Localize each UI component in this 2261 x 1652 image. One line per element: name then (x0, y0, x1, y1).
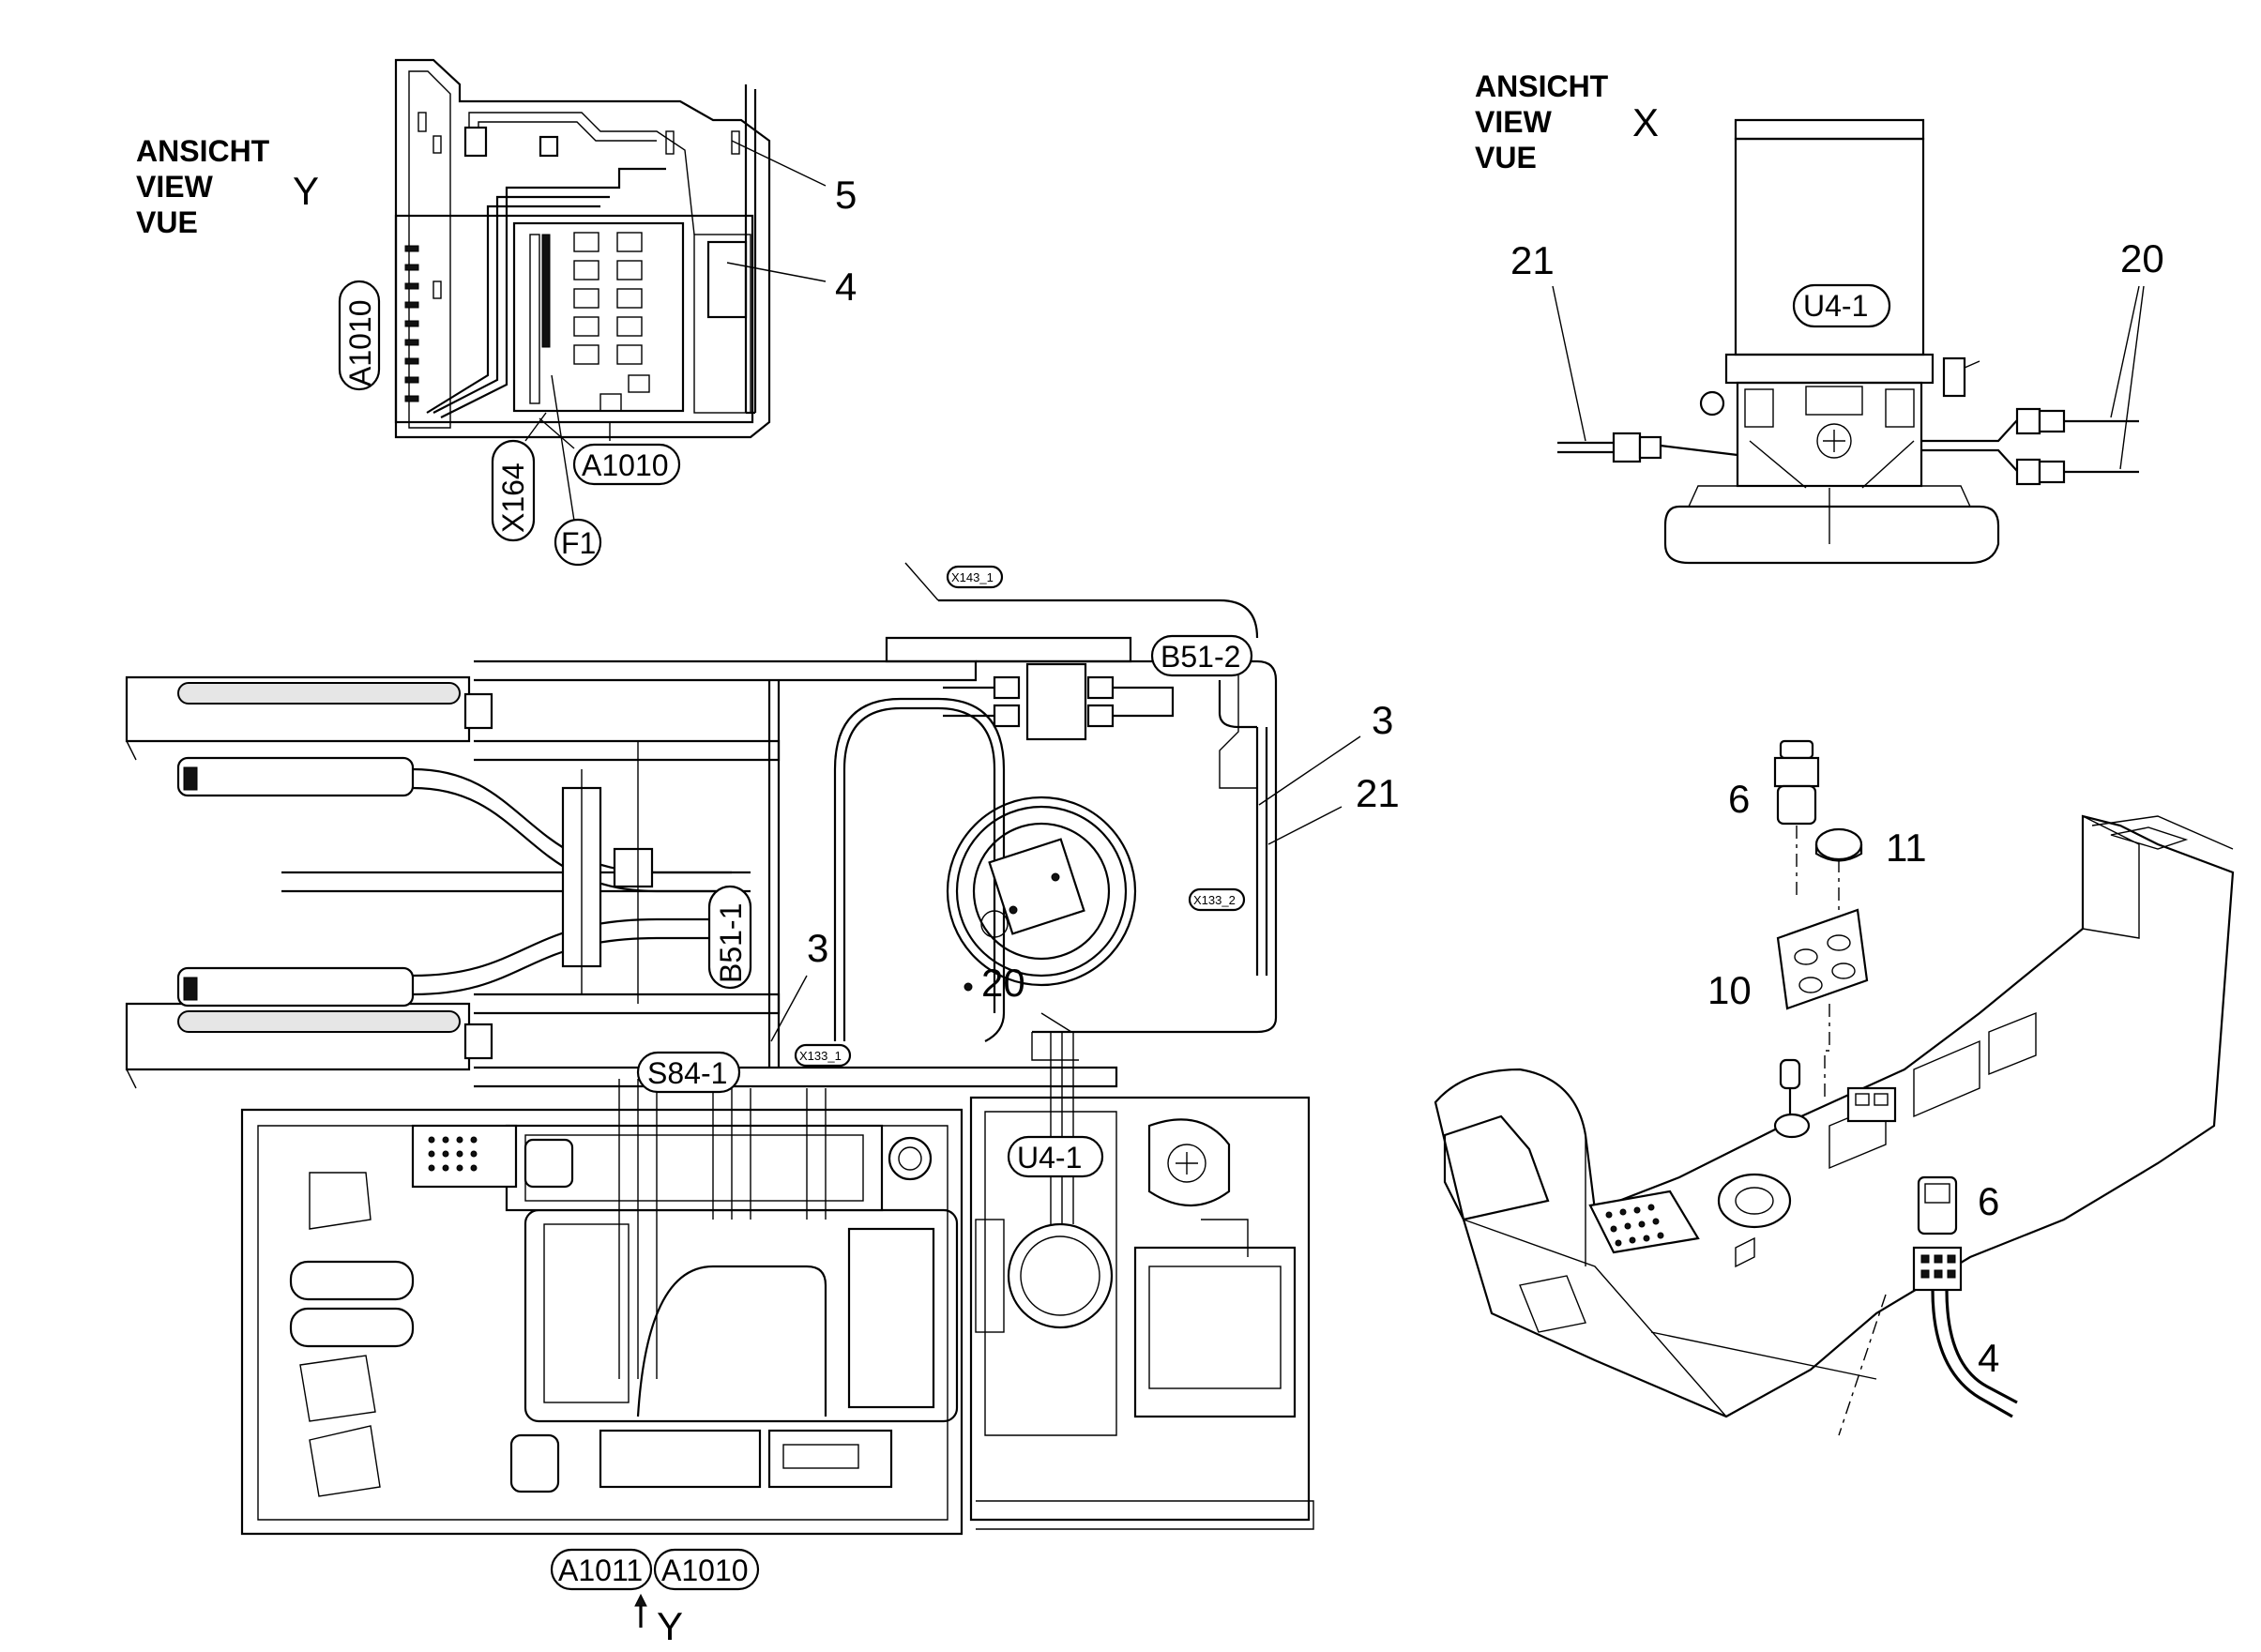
view-x-letter: X (1632, 100, 1659, 144)
view-y-title: ANSICHT VIEW VUE Y (136, 134, 319, 239)
tag-x143-1: X143_1 (946, 565, 1004, 589)
svg-text:B51-1: B51-1 (714, 903, 748, 983)
svg-text:X133_1: X133_1 (799, 1049, 842, 1063)
callout-20-top-group: 20 (2110, 236, 2164, 470)
callout-3-right-group: 3 (1258, 698, 1393, 806)
pump-unit-drawing (1557, 118, 2139, 565)
callout-21-top: 21 (1510, 238, 1555, 282)
svg-text:U4-1: U4-1 (1803, 289, 1868, 323)
tag-b51-1: B51-1 (707, 885, 752, 990)
callout-10: 10 (1707, 968, 1752, 1012)
cabinet-drawing (394, 58, 771, 441)
svg-text:A1010: A1010 (661, 1553, 749, 1587)
svg-text:X143_1: X143_1 (951, 570, 994, 584)
tag-a1011: A1011 (550, 1548, 653, 1591)
svg-text:X133_2: X133_2 (1193, 893, 1236, 907)
svg-text:X164: X164 (496, 462, 530, 533)
callout-21-top-group: 21 (1510, 238, 1586, 442)
y-arrow-letter: Y (657, 1604, 683, 1648)
callout-5: 5 (835, 173, 857, 217)
console-detail-drawing (1434, 739, 2235, 1436)
callout-21-right-group: 21 (1267, 771, 1400, 845)
callout-11: 11 (1886, 826, 1927, 870)
callout-4-bottom-group: 4 (1978, 1336, 1999, 1380)
callout-11-group: 11 (1886, 826, 1927, 870)
callout-4-bottom: 4 (1978, 1336, 1999, 1380)
machine-plan-drawing (125, 562, 1314, 1536)
callout-5-group: 5 (731, 140, 857, 217)
tag-f1: F1 (551, 374, 602, 567)
y-arrow: Y (634, 1593, 683, 1648)
callout-6-top: 6 (1728, 777, 1750, 821)
svg-text:U4-1: U4-1 (1017, 1141, 1082, 1175)
tag-x164: X164 (491, 412, 547, 542)
tag-a1010-bottom: A1010 (653, 1548, 760, 1591)
svg-text:F1: F1 (561, 526, 596, 560)
callout-20-mid-group: 20 (964, 961, 1072, 1033)
callout-6-bottom: 6 (1978, 1179, 1999, 1223)
callout-3-right: 3 (1372, 698, 1393, 742)
callout-4-top-group: 4 (726, 262, 857, 309)
svg-text:A1010: A1010 (343, 299, 377, 386)
view-y-line3: VUE (136, 205, 198, 239)
tag-x133-1: X133_1 (794, 1043, 852, 1068)
view-y-letter: Y (293, 169, 319, 213)
callout-20-top: 20 (2120, 236, 2164, 280)
callout-10-group: 10 (1707, 968, 1752, 1012)
tag-u4-1-mid: U4-1 (1007, 1135, 1104, 1178)
callout-20-mid: 20 (981, 961, 1025, 1005)
callout-21-right: 21 (1356, 771, 1400, 815)
tag-u4-1-top: U4-1 (1792, 283, 1891, 328)
svg-text:A1011: A1011 (558, 1553, 643, 1587)
callout-3-mid: 3 (807, 926, 828, 970)
callout-4-top: 4 (835, 265, 857, 309)
tag-x133-2: X133_2 (1188, 887, 1246, 912)
tag-b51-2: B51-2 (1150, 634, 1253, 677)
svg-text:S84-1: S84-1 (647, 1056, 727, 1090)
view-x-title: ANSICHT VIEW VUE X (1475, 69, 1659, 174)
callout-6-top-group: 6 (1728, 777, 1750, 821)
view-x-line3: VUE (1475, 141, 1537, 174)
view-y-line1: ANSICHT (136, 134, 270, 168)
view-y-line2: VIEW (136, 170, 214, 204)
tag-a1010-board: A1010 (539, 417, 681, 486)
view-x-line1: ANSICHT (1475, 69, 1609, 103)
tag-s84-1: S84-1 (636, 1051, 741, 1094)
tag-a1010-vertical: A1010 (338, 280, 381, 391)
svg-text:A1010: A1010 (582, 448, 669, 482)
view-x-line2: VIEW (1475, 105, 1553, 139)
callout-3-mid-group: 3 (770, 926, 828, 1042)
callout-6-bottom-group: 6 (1978, 1179, 1999, 1223)
svg-text:B51-2: B51-2 (1161, 640, 1240, 674)
